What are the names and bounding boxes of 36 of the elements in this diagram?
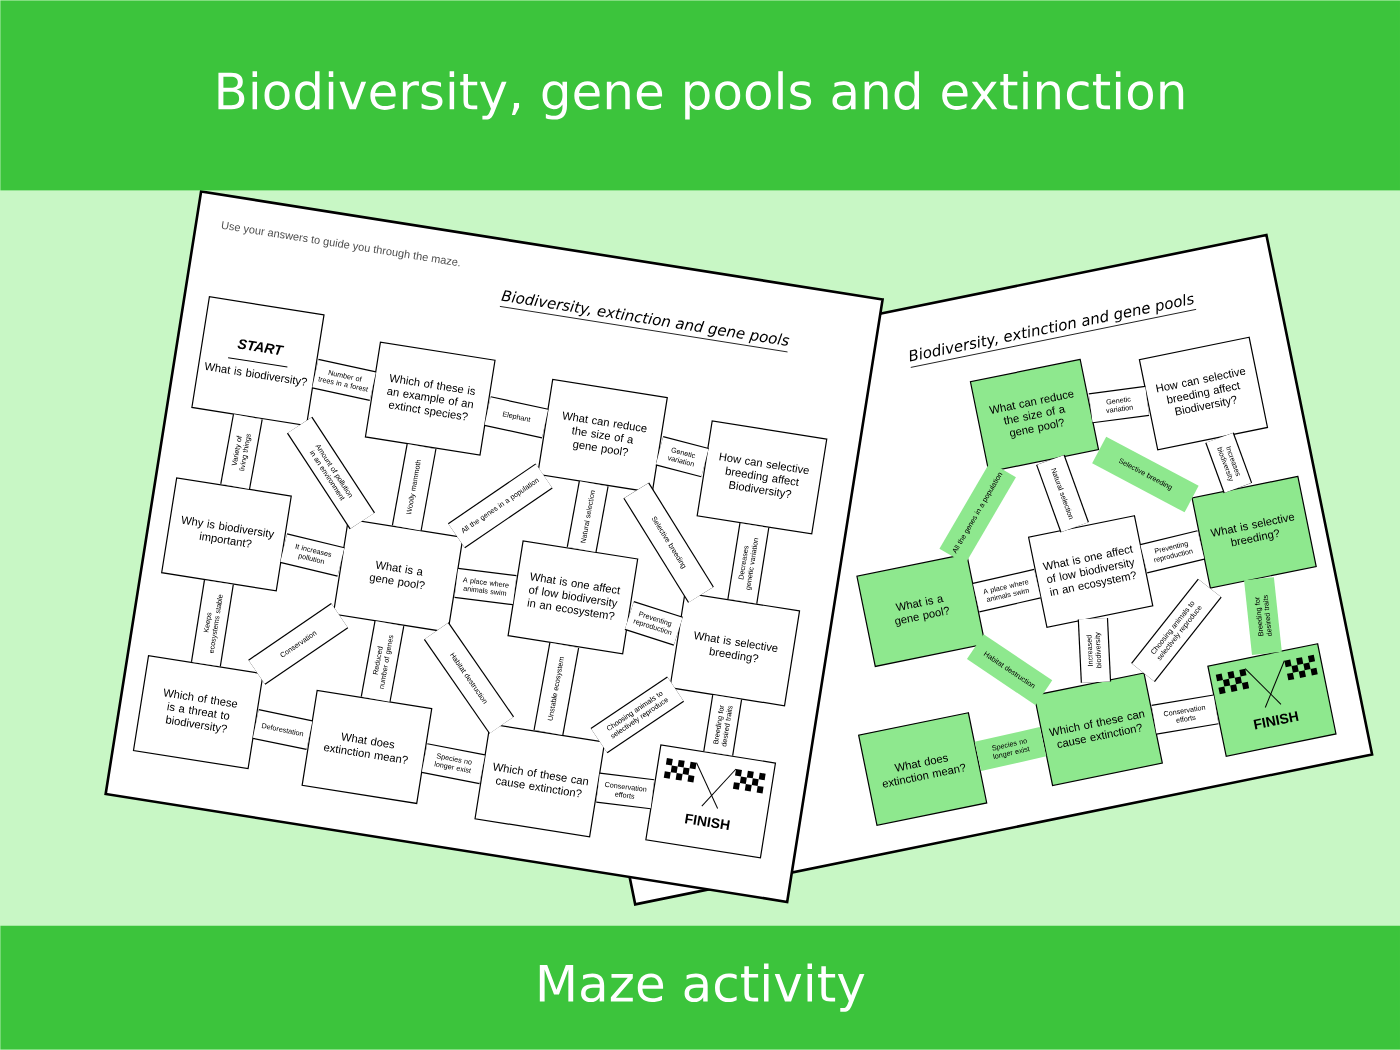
title-banner: Biodiversity, gene pools and extinction bbox=[0, 0, 1400, 191]
connector-band bbox=[1140, 530, 1205, 574]
connector-band bbox=[596, 772, 655, 810]
connector-band bbox=[421, 743, 486, 785]
connector-band bbox=[624, 601, 683, 646]
connector-band bbox=[1151, 694, 1219, 735]
connector-band bbox=[703, 694, 743, 756]
connector-band bbox=[655, 436, 709, 478]
connector-band bbox=[312, 358, 377, 401]
connector-band bbox=[1131, 578, 1222, 682]
connector-band bbox=[1036, 454, 1089, 533]
connector-band bbox=[1088, 385, 1150, 424]
caption-banner: Maze activity bbox=[0, 925, 1400, 1050]
connector-band bbox=[1205, 432, 1253, 494]
connector-band bbox=[974, 727, 1047, 772]
connector-band bbox=[1092, 436, 1199, 513]
connector-band bbox=[220, 414, 263, 490]
connector-band bbox=[939, 462, 1016, 564]
connector-band bbox=[447, 463, 553, 549]
connector-band bbox=[360, 620, 405, 702]
connector-band bbox=[566, 481, 609, 553]
connector-band bbox=[727, 523, 770, 604]
connector-band bbox=[484, 396, 549, 439]
connector-band bbox=[1077, 617, 1112, 683]
connector-band bbox=[391, 443, 437, 531]
connector-band bbox=[972, 568, 1041, 613]
connector-band bbox=[423, 622, 515, 734]
connector-band bbox=[533, 642, 580, 736]
connector-band bbox=[286, 416, 376, 530]
connector-band bbox=[280, 533, 345, 577]
connector-band bbox=[190, 580, 234, 667]
connector-band bbox=[248, 603, 349, 685]
connector-band bbox=[590, 676, 685, 754]
connector-band bbox=[454, 567, 517, 606]
connector-band bbox=[623, 482, 714, 603]
connector-band bbox=[252, 709, 313, 750]
